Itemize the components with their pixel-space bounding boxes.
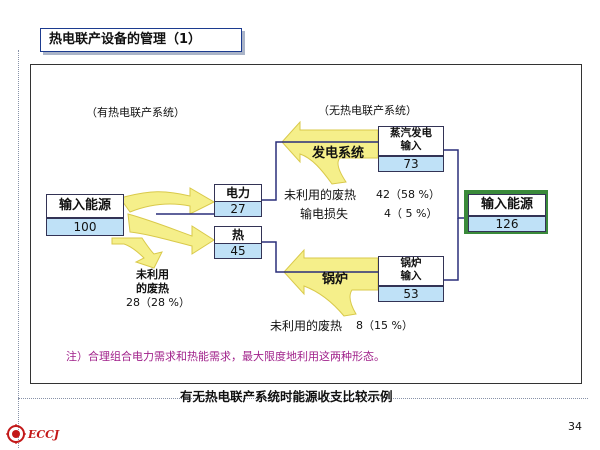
left-input-energy-value: 100: [46, 218, 124, 236]
boiler-input-label: 锅炉 输入: [378, 256, 444, 286]
boiler-input-value: 53: [378, 286, 444, 302]
steam-gen-line2: 输入: [400, 140, 422, 152]
connector-right-bottom: [444, 218, 459, 281]
connector-power-line: [262, 141, 378, 201]
eccj-logo-text: ECCJ: [28, 428, 60, 441]
left-waste-heat-line1: 未利用: [136, 268, 169, 281]
left-waste-heat-line2: 的废热: [136, 282, 169, 295]
diagram-note: 注）合理组合电力需求和热能需求，最大限度地利用这两种形态。: [66, 350, 385, 363]
boiler-label: 锅炉: [322, 272, 349, 287]
power-gen-system-label: 发电系统: [312, 146, 365, 161]
flow-arrow-to-power: [119, 187, 216, 215]
left-input-energy-label: 输入能源: [46, 194, 124, 218]
transmission-loss-label: 输电损失: [300, 207, 349, 221]
transmission-loss-value: 4（ 5 %）: [384, 207, 438, 220]
boiler-input-line1: 锅炉: [400, 257, 422, 269]
steam-gen-input-value: 73: [378, 156, 444, 172]
right-waste-heat-value: 42（58 %）: [376, 188, 440, 201]
page-border-bottom: [18, 398, 588, 399]
boiler-waste-heat-label: 未利用的废热: [270, 319, 343, 333]
connector-heat-line: [262, 241, 378, 273]
flow-arrow-waste-heat: [111, 237, 163, 269]
left-system-header: （有热电联产系统）: [86, 106, 185, 119]
right-waste-heat-label: 未利用的废热: [284, 188, 357, 202]
page-title: 热电联产设备的管理（1）: [40, 28, 242, 52]
power-value: 27: [214, 201, 262, 217]
boiler-input-line2: 输入: [400, 270, 422, 282]
flow-arrow-boiler: [283, 248, 379, 317]
right-input-energy-value: 126: [468, 216, 546, 232]
steam-gen-input-label: 蒸汽发电 输入: [378, 126, 444, 156]
eccj-logo-icon: [6, 424, 26, 444]
left-waste-heat-value: 28（28 %）: [126, 296, 190, 309]
page-number: 34: [568, 420, 582, 433]
right-system-header: （无热电联产系统）: [318, 104, 417, 117]
steam-gen-line1: 蒸汽发电: [390, 127, 432, 139]
right-input-energy-label: 输入能源: [468, 194, 546, 216]
power-label: 电力: [214, 184, 262, 202]
heat-label: 热: [214, 226, 262, 244]
connector-right-top: [444, 149, 466, 219]
flow-arrow-power-gen: [281, 120, 379, 185]
heat-value: 45: [214, 243, 262, 259]
diagram-caption: 有无热电联产系统时能源收支比较示例: [180, 389, 393, 404]
boiler-waste-heat-value: 8（15 %）: [356, 319, 413, 332]
page-border-left: [18, 50, 19, 448]
